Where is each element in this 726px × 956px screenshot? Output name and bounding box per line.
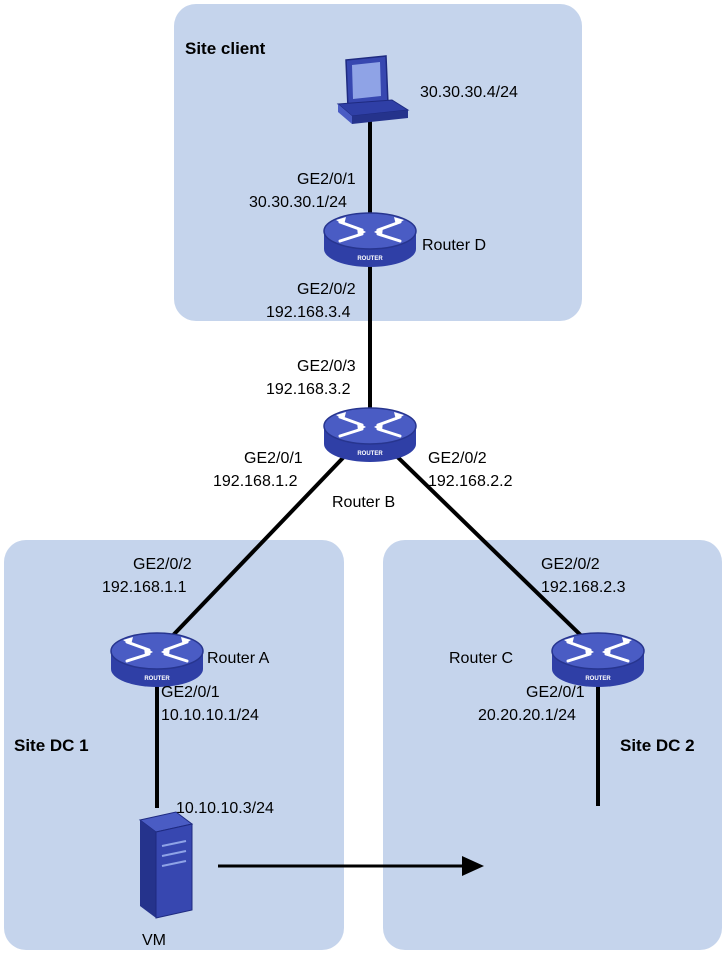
vm-name: VM bbox=[142, 932, 166, 949]
migration-arrowhead bbox=[462, 856, 484, 876]
c-ge1-port: GE2/0/1 bbox=[526, 684, 585, 701]
router-c-icon: ROUTER bbox=[550, 631, 646, 689]
router-a-badge: ROUTER bbox=[144, 676, 170, 682]
vm-ip: 10.10.10.3/24 bbox=[176, 800, 274, 817]
d-ge1-ip: 30.30.30.1/24 bbox=[249, 194, 347, 211]
b-ge2-ip: 192.168.2.2 bbox=[428, 473, 513, 490]
router-c-badge: ROUTER bbox=[585, 676, 611, 682]
router-a-icon: ROUTER bbox=[109, 631, 205, 689]
router-a-name: Router A bbox=[207, 650, 270, 667]
b-ge3-ip: 192.168.3.2 bbox=[266, 381, 351, 398]
d-ge2-ip: 192.168.3.4 bbox=[266, 304, 351, 321]
link-routerb-routerc bbox=[376, 436, 600, 654]
c-ge1-ip: 20.20.20.1/24 bbox=[478, 707, 576, 724]
router-b-name: Router B bbox=[332, 494, 395, 511]
zone-title-dc1: Site DC 1 bbox=[14, 736, 89, 755]
a-ge2-port: GE2/0/2 bbox=[133, 556, 192, 573]
router-d-icon: ROUTER bbox=[322, 211, 418, 269]
b-ge1-port: GE2/0/1 bbox=[244, 450, 303, 467]
vm-server-icon bbox=[138, 811, 194, 919]
router-d-badge: ROUTER bbox=[357, 256, 383, 262]
c-ge2-port: GE2/0/2 bbox=[541, 556, 600, 573]
router-d-name: Router D bbox=[422, 237, 486, 254]
router-c-name: Router C bbox=[449, 650, 513, 667]
b-ge1-ip: 192.168.1.2 bbox=[213, 473, 298, 490]
router-b-badge: ROUTER bbox=[357, 451, 383, 457]
zone-site-client bbox=[174, 4, 582, 321]
d-ge1-port: GE2/0/1 bbox=[297, 171, 356, 188]
zone-title-dc2: Site DC 2 bbox=[620, 736, 695, 755]
c-ge2-ip: 192.168.2.3 bbox=[541, 579, 626, 596]
a-ge1-ip: 10.10.10.1/24 bbox=[161, 707, 259, 724]
d-ge2-port: GE2/0/2 bbox=[297, 281, 356, 298]
zone-title-client: Site client bbox=[185, 39, 266, 58]
client-pc-icon bbox=[336, 55, 410, 124]
b-ge3-port: GE2/0/3 bbox=[297, 358, 356, 375]
a-ge1-port: GE2/0/1 bbox=[161, 684, 220, 701]
link-routerb-routera bbox=[155, 436, 364, 654]
client-pc-ip: 30.30.30.4/24 bbox=[420, 84, 518, 101]
zone-site-dc1 bbox=[4, 540, 344, 950]
a-ge2-ip: 192.168.1.1 bbox=[102, 579, 187, 596]
b-ge2-port: GE2/0/2 bbox=[428, 450, 487, 467]
router-b-icon: ROUTER bbox=[322, 406, 418, 464]
